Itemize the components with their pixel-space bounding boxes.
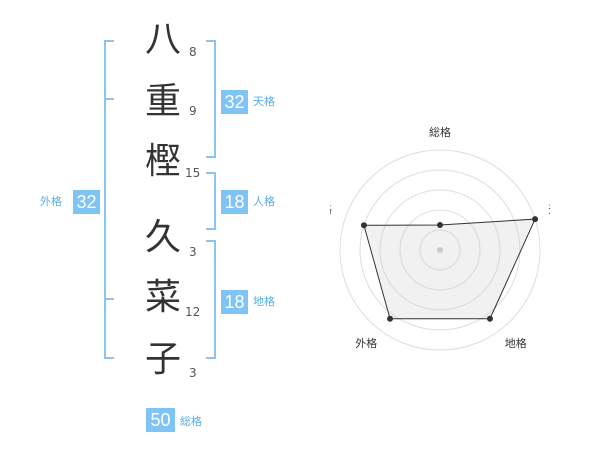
chikaku-bracket-top — [206, 240, 216, 242]
radar-axis-label-5: 人格 — [330, 202, 332, 216]
radar-center — [437, 247, 443, 253]
gaikaku-score: 32 — [73, 190, 100, 214]
tenkaku-label: 天格 — [253, 95, 275, 108]
stroke-count-4: 3 — [189, 245, 197, 259]
radar-grid-ring — [399, 209, 481, 291]
tenkaku-bracket-vertical — [214, 40, 216, 158]
stroke-count-6: 3 — [189, 366, 197, 380]
gaikaku-bracket-vertical — [104, 40, 106, 359]
tenkaku-bracket-top — [206, 40, 216, 42]
gaikaku-label: 外格 — [40, 195, 62, 208]
soukaku-score: 50 — [146, 408, 175, 432]
radar-grid-ring — [359, 169, 521, 331]
radar-series-polygon — [363, 218, 536, 320]
stroke-count-1: 8 — [189, 45, 197, 59]
name-char-3: 樫 — [144, 141, 181, 182]
name-char-2: 重 — [144, 81, 181, 122]
gaikaku-bracket-tick-2 — [104, 298, 114, 300]
radar-axis-label-1: 総格 — [429, 125, 451, 139]
chikaku-bracket-bottom — [206, 357, 216, 359]
gaikaku-bracket-top — [104, 40, 114, 42]
radar-axis-label-2: 天格 — [548, 202, 550, 216]
jinkaku-label: 人格 — [253, 195, 275, 208]
name-char-6: 子 — [144, 339, 181, 380]
radar-grid-ring — [379, 189, 501, 311]
stroke-count-5: 12 — [185, 305, 201, 319]
stroke-count-2: 9 — [189, 104, 197, 118]
chikaku-bracket-vertical — [214, 240, 216, 359]
radar-grid-ring — [339, 149, 541, 351]
radar-point-4 — [387, 315, 394, 322]
name-char-4: 久 — [144, 217, 181, 258]
jinkaku-bracket-top — [206, 172, 216, 174]
radar-point-3 — [486, 315, 493, 322]
jinkaku-score: 18 — [221, 190, 248, 214]
jinkaku-bracket-bottom — [206, 228, 216, 230]
gaikaku-bracket-tick-1 — [104, 98, 114, 100]
jinkaku-bracket-vertical — [214, 172, 216, 230]
tenkaku-bracket-bottom — [206, 156, 216, 158]
radar-grid-ring — [419, 229, 461, 271]
radar-axis-label-4: 外格 — [355, 336, 377, 350]
stroke-count-3: 15 — [185, 166, 201, 180]
tenkaku-score: 32 — [221, 90, 248, 114]
radar-chart: 総格天格地格 外格 人格 — [330, 125, 550, 351]
soukaku-label: 総格 — [180, 415, 202, 428]
radar-point-1 — [437, 222, 443, 228]
radar-axis-label-3: 地格 — [505, 336, 527, 350]
radar-point-5 — [360, 222, 367, 229]
name-char-5: 菜 — [144, 277, 181, 318]
name-char-1: 八 — [144, 19, 181, 60]
gaikaku-bracket-bottom — [104, 357, 114, 359]
chikaku-score: 18 — [221, 290, 248, 314]
chikaku-label: 地格 — [253, 295, 275, 308]
radar-point-2 — [532, 216, 539, 223]
